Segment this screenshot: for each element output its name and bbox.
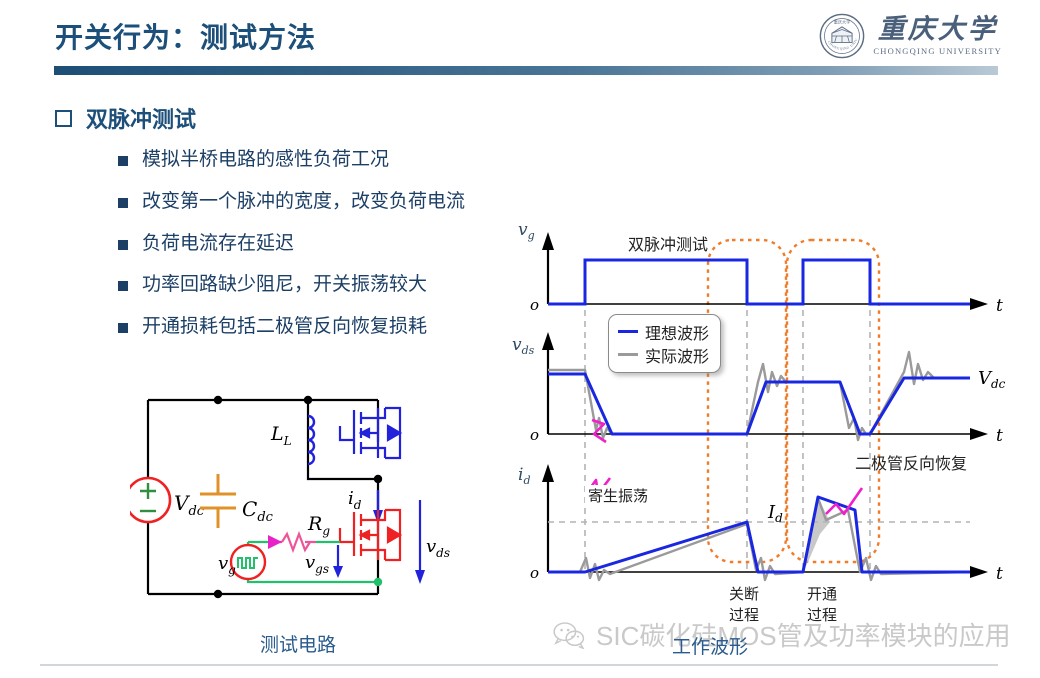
list-item-label: 功率回路缺少阻尼，开关振荡较大 [142, 274, 428, 296]
upper-mosfet-symbol [338, 406, 403, 460]
university-name-cn: 重庆大学 [877, 14, 998, 45]
vg-y-arrow-icon [542, 232, 554, 250]
dc-link-capacitor [200, 474, 236, 528]
waveform-legend: 理想波形 实际波形 [608, 314, 722, 373]
square-bullet-icon [118, 197, 128, 208]
list-item-label: 模拟半桥电路的感性负荷工况 [142, 149, 390, 170]
junction-dot [303, 395, 313, 405]
square-bullet-icon [118, 239, 128, 250]
turnon-label-line1: 开通 [807, 586, 838, 603]
id-value-label: Id [767, 502, 783, 525]
bullet-list: 模拟半桥电路的感性负荷工况 改变第一个脉冲的宽度，改变负荷电流 负荷电流存在延迟… [118, 148, 548, 357]
gate-current-arrow-icon [268, 535, 282, 549]
list-item: 模拟半桥电路的感性负荷工况 [118, 148, 548, 172]
legend-label-ideal: 理想波形 [645, 325, 710, 343]
vg-origin-label: o [530, 296, 539, 314]
turnoff-marker-box [706, 238, 788, 564]
inductor-label: LL [270, 423, 292, 448]
id-axis-label: id [518, 465, 530, 487]
vds-label: vds [426, 536, 450, 560]
turnoff-label-line1: 关断 [729, 586, 760, 603]
legend-entry-actual: 实际波形 [618, 343, 709, 366]
dc-voltage-source [130, 476, 172, 524]
list-item: 负荷电流存在延迟 [118, 232, 548, 256]
circuit-caption: 测试电路 [259, 635, 336, 656]
university-seal-icon: 重庆大学 CHONGQING UNIVERSITY [819, 13, 865, 59]
waveform-caption: 工作波形 [671, 637, 748, 658]
vg-time-label: t [996, 296, 1003, 316]
legend-label-actual: 实际波形 [645, 348, 710, 366]
university-logo: 重庆大学 CHONGQING UNIVERSITY 重庆大学 CHONGQING… [819, 10, 1002, 62]
junction-dot [213, 589, 223, 599]
plot-vg: vg o t [518, 222, 1003, 316]
gate-pulse-source [229, 543, 267, 581]
vds-axis-label: vds [512, 335, 535, 357]
square-bullet-icon [118, 323, 128, 333]
university-name-en: CHONGQING UNIVERSITY [873, 46, 1002, 56]
pink-recovery-pointer [825, 487, 864, 516]
vds-measure-arrow [415, 500, 425, 584]
reverse-recovery-note: 二极管反向恢复 [855, 456, 968, 473]
turnon-marker-box [785, 238, 881, 564]
rg-label: Rg [307, 513, 330, 538]
list-item-label: 负荷电流存在延迟 [142, 232, 295, 254]
legend-entry-ideal: 理想波形 [618, 320, 709, 343]
legend-swatch-actual [618, 353, 638, 356]
page-title: 开关行为：测试方法 [55, 22, 317, 53]
vds-y-arrow-icon [542, 332, 554, 350]
id-x-arrow-icon [970, 566, 988, 578]
square-outline-bullet-icon [55, 109, 72, 127]
load-inductor [307, 414, 316, 466]
list-item: 改变第一个脉冲的宽度，改变负荷电流 [118, 190, 548, 214]
footer-rule [40, 664, 998, 666]
pink-zigzag-marker [591, 418, 607, 444]
svg-text:重庆大学: 重庆大学 [834, 19, 851, 25]
operating-waveform-diagram: vg o t vds o t Vdc id [512, 222, 1006, 584]
vg-ideal-trace [548, 258, 970, 306]
id-label: id [348, 488, 362, 512]
id-ideal-trace [548, 495, 970, 574]
list-item-label: 改变第一个脉冲的宽度，改变负荷电流 [142, 190, 466, 212]
double-pulse-note: 双脉冲测试 [628, 237, 709, 254]
section-heading: 双脉冲测试 [55, 102, 196, 134]
list-item-label: 开通损耗包括二极管反向恢复损耗 [142, 316, 428, 337]
vds-origin-label: o [530, 426, 539, 444]
section-heading-label: 双脉冲测试 [86, 107, 197, 132]
test-circuit-diagram: Vdc Cdc LL [130, 395, 450, 599]
id-origin-label: o [530, 564, 539, 582]
vg-x-arrow-icon [970, 298, 988, 310]
capacitor-label: Cdc [242, 497, 274, 525]
vds-time-label: t [996, 426, 1003, 446]
turnoff-label-line2: 过程 [729, 607, 760, 624]
id-y-arrow-icon [542, 464, 554, 482]
id-time-label: t [996, 564, 1003, 584]
parasitic-oscillation-note: 寄生振荡 [585, 485, 652, 506]
vdc-value-label: Vdc [978, 368, 1006, 391]
plot-vds: vds o t Vdc [512, 332, 1006, 446]
header-gradient-rule [54, 66, 998, 75]
legend-swatch-ideal [618, 330, 638, 333]
vgs-label: vgs [305, 552, 329, 576]
vg-axis-label: vg [518, 222, 535, 242]
university-logo-text: 重庆大学 CHONGQING UNIVERSITY [873, 16, 1002, 56]
list-item: 开通损耗包括二极管反向恢复损耗 [118, 315, 548, 339]
junction-dot [373, 474, 383, 484]
time-guide-lines [584, 277, 871, 572]
lower-mosfet-dut-symbol [338, 508, 403, 562]
junction-dot [213, 395, 223, 405]
vgs-measure-arrow [333, 545, 343, 578]
square-bullet-icon [118, 156, 128, 166]
vds-ideal-trace [548, 372, 970, 436]
plot-id: id o t Id [518, 464, 1003, 584]
list-item: 功率回路缺少阻尼，开关振荡较大 [118, 273, 548, 297]
watermark: SIC碳化硅MOS管及功率模块的应用 [552, 616, 1011, 653]
wechat-icon [553, 621, 585, 649]
turnon-label-line2: 过程 [807, 607, 838, 624]
transition-marker-boxes [706, 238, 881, 564]
gate-return-node [373, 577, 383, 587]
vds-x-arrow-icon [970, 428, 988, 440]
id-actual-trace [548, 496, 971, 582]
square-bullet-icon [118, 281, 128, 292]
